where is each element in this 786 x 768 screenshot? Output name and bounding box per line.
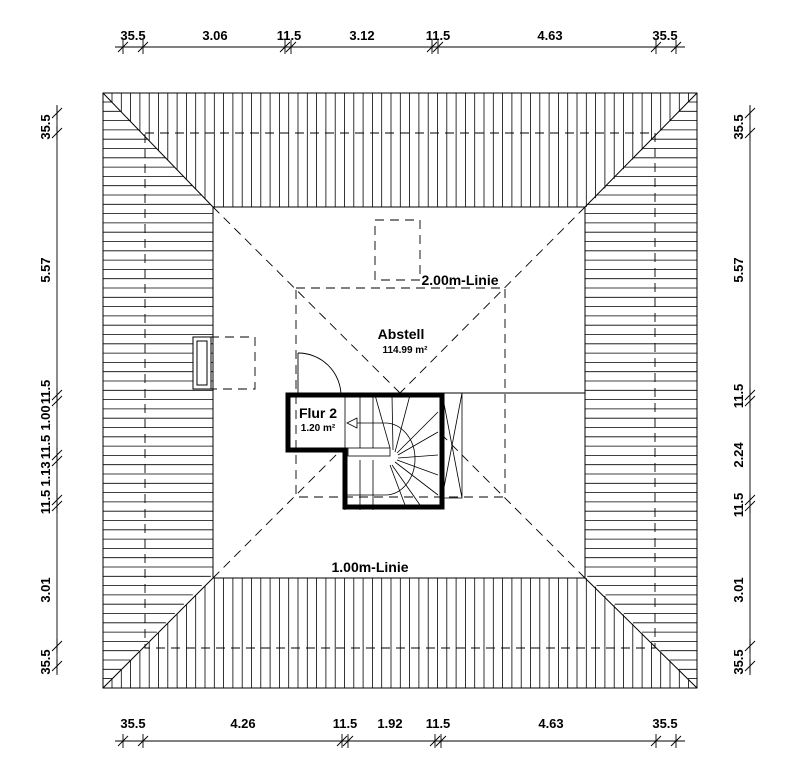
dimension-tick [429,734,441,748]
dimension-tick [744,659,756,673]
dimension-tick [117,734,129,748]
room-area-flur: 1.20 m² [301,423,336,434]
dim-right-7: 35.5 [731,649,746,674]
dim-left-8: 3.01 [38,577,53,602]
dimension-tick [744,394,756,408]
dim-left-4: 1.00 [38,405,53,430]
dimension-tick [435,734,447,748]
dim-left-3: 11.5 [38,380,53,405]
line-label-upper: 2.00m-Linie [421,272,498,288]
dim-top-5: 11.5 [426,28,451,43]
dim-left-7: 11.5 [38,490,53,515]
dim-right-5: 11.5 [731,493,746,518]
dimension-tick [285,40,297,54]
dim-top-1: 35.5 [120,28,145,43]
dimension-tick [279,40,291,54]
dimension-tick [744,499,756,513]
dimension-tick [650,40,662,54]
dimension-tick [670,734,682,748]
dim-left-5: 11.5 [38,435,53,460]
dimension-tick [51,659,63,673]
dimension-tick [336,734,348,748]
dimension-tick [744,106,756,120]
dim-top-7: 35.5 [652,28,677,43]
dimension-tick [670,40,682,54]
dim-bottom-6: 4.63 [538,716,563,731]
dim-bottom-7: 35.5 [652,716,677,731]
dim-left-2: 5.57 [38,257,53,282]
dim-right-3: 11.5 [731,384,746,409]
dimension-tick [51,106,63,120]
staircase [344,392,463,510]
dimension-tick [426,40,438,54]
dim-top-2: 3.06 [202,28,227,43]
dimension-tick [432,40,444,54]
dimension-tick [137,734,149,748]
dim-top-3: 11.5 [277,28,302,43]
dim-top-4: 3.12 [349,28,374,43]
dimension-tick [51,394,63,408]
dim-right-2: 5.57 [731,257,746,282]
door [297,352,342,396]
dim-right-6: 3.01 [731,577,746,602]
room-area-abstell: 114.99 m² [382,345,428,356]
dim-top-6: 4.63 [537,28,562,43]
dimension-tick [650,734,662,748]
dim-bottom-4: 1.92 [377,716,402,731]
roof-hatching [103,93,697,689]
room-name-flur: Flur 2 [299,405,337,421]
dim-bottom-2: 4.26 [230,716,255,731]
walls [285,392,445,510]
dim-left-9: 35.5 [38,649,53,674]
left-dimension-texts: 35.5 5.57 11.5 1.00 11.5 1.13 11.5 3.01 … [38,114,53,674]
dim-bottom-5: 11.5 [426,716,451,731]
dimension-tick [51,126,63,140]
dimension-tick [744,126,756,140]
dimension-tick [51,499,63,513]
dim-bottom-1: 35.5 [120,716,145,731]
dim-right-4: 2.24 [731,442,746,468]
dimension-tick [137,40,149,54]
dimension-tick [744,639,756,653]
dimension-tick [342,734,354,748]
line-label-lower: 1.00m-Linie [331,559,408,575]
room-name-abstell: Abstell [378,326,425,342]
dim-right-1: 35.5 [731,114,746,139]
dim-left-6: 1.13 [38,461,53,486]
dimension-tick [51,454,63,468]
dim-bottom-3: 11.5 [333,716,358,731]
dimension-tick [51,639,63,653]
dimension-tick [117,40,129,54]
dormer-window [192,336,212,390]
right-dimension-texts: 35.5 5.57 11.5 2.24 11.5 3.01 35.5 [731,114,746,674]
dimension-lines [51,40,756,748]
dim-left-1: 35.5 [38,114,53,139]
